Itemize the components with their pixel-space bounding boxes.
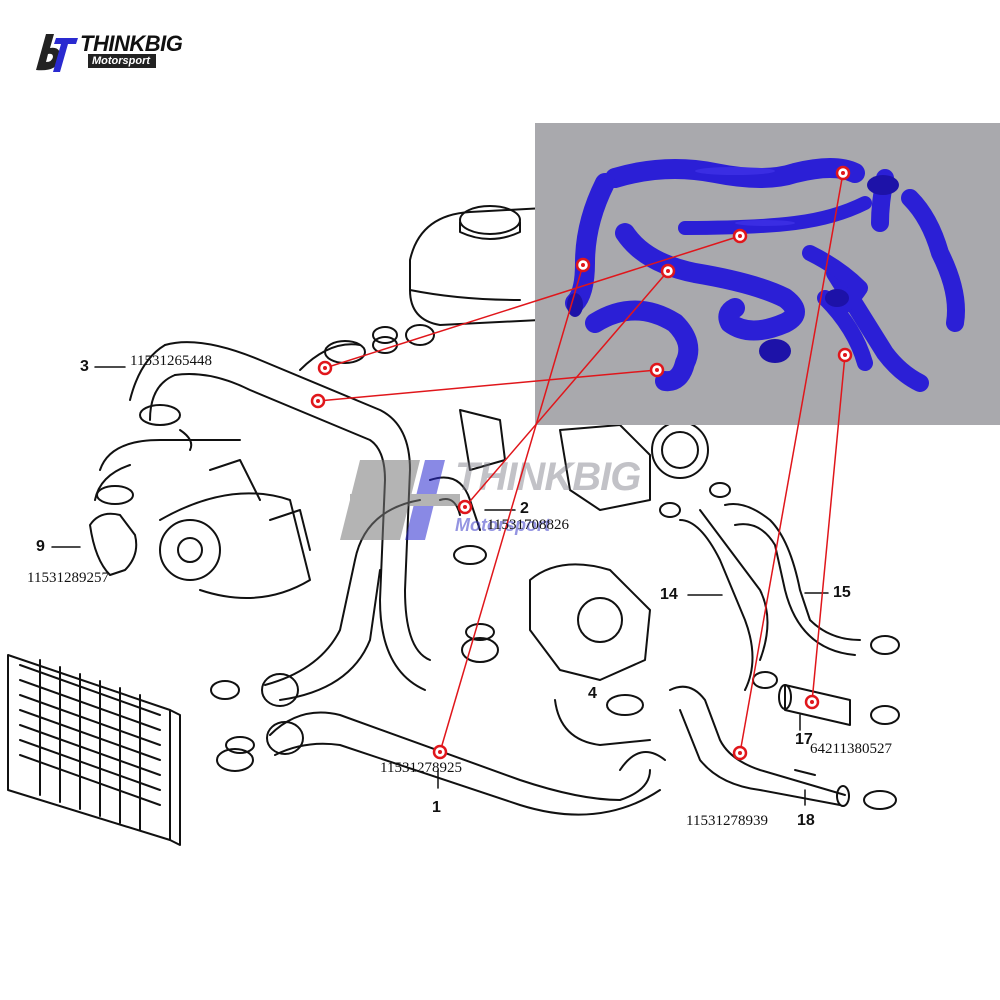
callout-1-part-number: 11531278925 <box>380 760 462 776</box>
water-pump-drawing <box>159 459 311 599</box>
logo-mark-icon <box>36 34 78 72</box>
hose-14-drawing <box>679 509 769 691</box>
callout-1-number: 1 <box>432 799 441 816</box>
callout-2-part-number: 11531708826 <box>487 517 569 533</box>
callout-14-number: 14 <box>660 586 678 603</box>
callout-17-part-number: 64211380527 <box>810 741 892 757</box>
watermark <box>340 460 460 540</box>
hose-9-drawing <box>89 439 241 576</box>
logo-subtitle: Motorsport <box>88 54 157 68</box>
callout-3-number: 3 <box>80 358 89 375</box>
hose-1-drawing <box>261 499 666 816</box>
radiator-drawing <box>7 654 181 846</box>
callout-18-number: 18 <box>797 812 815 829</box>
callout-18-part-number: 11531278939 <box>686 813 768 829</box>
item-17-drawing <box>778 684 851 726</box>
logo-wordmark: THINKBIG <box>80 31 183 56</box>
callout-4-number: 4 <box>588 685 597 702</box>
callout-9-part-number: 11531289257 <box>27 570 109 586</box>
callout-3-part-number: 11531265448 <box>130 353 212 369</box>
hose-18-drawing <box>669 685 850 807</box>
leader-lines <box>51 366 829 806</box>
watermark-text: THINKBIG <box>455 455 641 499</box>
callout-9-number: 9 <box>36 538 45 555</box>
hose-15-drawing <box>724 503 861 656</box>
callout-17-number: 17 <box>795 731 813 748</box>
callout-15-number: 15 <box>833 584 851 601</box>
callout-2-number: 2 <box>520 500 529 517</box>
silicone-hose-kit-photo <box>535 123 1000 425</box>
brand-logo: THINKBIG Motorsport <box>32 30 183 74</box>
